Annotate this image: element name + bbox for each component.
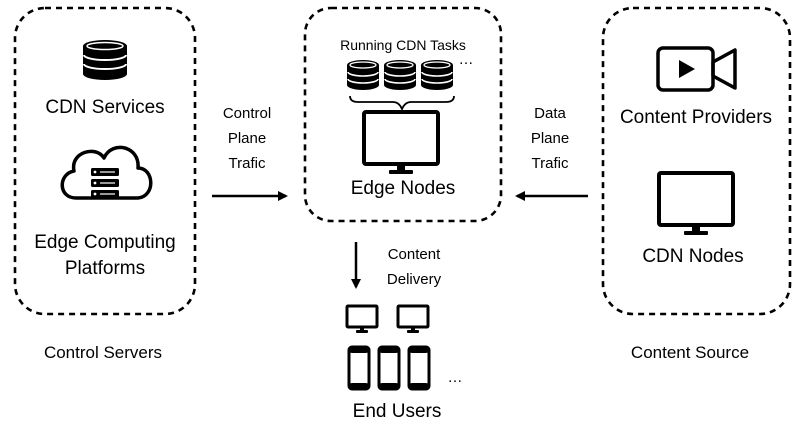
end-user-phone-icon <box>347 345 371 391</box>
task-database-icon <box>420 59 454 91</box>
tasks-ellipsis: … <box>459 51 474 68</box>
cloud-server-icon <box>60 145 153 200</box>
control-plane-label-line1: Control <box>223 105 271 122</box>
data-plane-label-line2: Plane <box>531 130 569 147</box>
edge-computing-platforms-label-line1: Edge Computing <box>34 232 176 253</box>
cdn-node-monitor-icon <box>657 171 735 237</box>
task-database-icon <box>383 59 417 91</box>
control-plane-label-line3: Trafic <box>229 155 266 172</box>
control-servers-label: Control Servers <box>44 343 162 362</box>
edge-nodes-label: Edge Nodes <box>351 178 456 199</box>
database-icon <box>82 39 128 81</box>
cdn-nodes-label: CDN Nodes <box>642 246 743 267</box>
end-users-ellipsis: … <box>448 369 463 386</box>
task-database-icon <box>346 59 380 91</box>
edge-node-monitor-icon <box>362 110 440 176</box>
content-providers-label: Content Providers <box>620 107 772 128</box>
video-camera-icon <box>656 46 737 92</box>
content-source-label: Content Source <box>631 343 749 362</box>
content-delivery-label-line2: Delivery <box>387 271 442 288</box>
edge-nodes-box <box>303 6 503 223</box>
control-servers-box <box>13 6 197 316</box>
edge-computing-platforms-label-line2: Platforms <box>65 258 145 279</box>
content-delivery-label-line1: Content <box>388 246 441 263</box>
content-source-box <box>601 6 792 316</box>
running-cdn-tasks-label: Running CDN Tasks <box>340 37 466 53</box>
end-user-phone-icon <box>407 345 431 391</box>
control-plane-label-line2: Plane <box>228 130 266 147</box>
end-user-monitor-icon <box>396 304 430 335</box>
task-group-brace <box>349 95 455 112</box>
end-user-monitor-icon <box>345 304 379 335</box>
end-user-phone-icon <box>377 345 401 391</box>
data-plane-label-line1: Data <box>534 105 566 122</box>
end-users-label: End Users <box>353 401 442 422</box>
data-plane-label-line3: Trafic <box>532 155 569 172</box>
cdn-services-label: CDN Services <box>45 97 164 118</box>
